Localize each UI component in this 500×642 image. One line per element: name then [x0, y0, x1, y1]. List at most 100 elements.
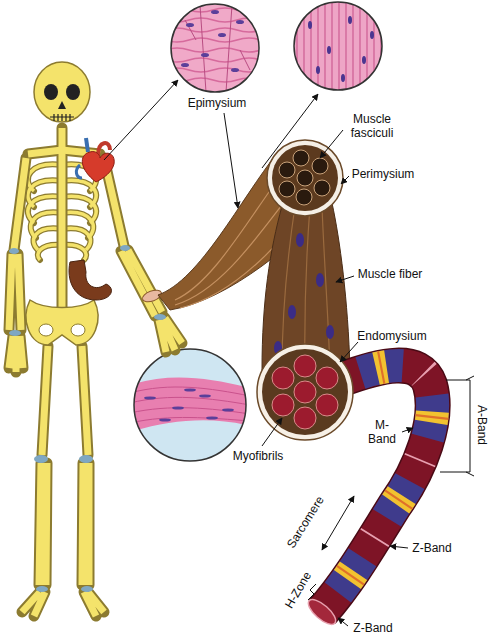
fiber-cross-section	[257, 344, 353, 440]
cardiac-micrograph	[165, 68, 285, 72]
myofibril-tube	[305, 596, 340, 629]
cardiac-micrograph	[165, 4, 285, 92]
smooth-micrograph	[144, 396, 156, 399]
skeletal-micrograph	[370, 31, 374, 39]
part-label: Muscle fasciculi	[341, 112, 403, 140]
smooth-micrograph	[222, 408, 234, 411]
part-label: M-Band	[365, 418, 399, 446]
bracket	[440, 380, 470, 472]
smooth-micrograph	[199, 394, 211, 397]
skeleton	[120, 245, 130, 251]
fiber-cross-section	[316, 367, 338, 389]
cardiac-micrograph	[165, 58, 285, 62]
skeleton	[76, 165, 82, 178]
skeleton	[154, 314, 166, 320]
leader-line	[262, 94, 318, 168]
skeletal-micrograph	[308, 21, 312, 29]
skeleton	[9, 248, 19, 254]
cardiac-micrograph	[165, 8, 285, 12]
skeleton	[9, 128, 182, 616]
skeleton	[58, 101, 66, 109]
skeleton	[36, 586, 48, 592]
skeleton	[66, 84, 80, 100]
skeleton	[71, 324, 85, 336]
skeletal-micrograph	[316, 66, 320, 74]
part-label: Muscle fiber	[358, 267, 423, 281]
fiber-cross-section	[294, 355, 316, 377]
leader-line	[104, 80, 178, 160]
fiber-cross-section	[294, 407, 316, 429]
skeletal-micrograph	[341, 74, 345, 82]
skeleton	[9, 128, 182, 616]
smooth-micrograph	[130, 387, 250, 423]
bracket	[322, 496, 354, 550]
bracket	[466, 376, 474, 476]
part-label: Epimysium	[188, 96, 247, 110]
skeleton	[50, 114, 74, 121]
leader-line	[390, 546, 408, 548]
cardiac-micrograph	[218, 33, 226, 37]
skeleton	[82, 152, 114, 182]
skeletal-micrograph	[327, 46, 331, 54]
skeletal-micrograph	[308, 16, 374, 82]
fascicle-cross-section	[314, 180, 330, 196]
smooth-micrograph	[130, 378, 250, 432]
cardiac-micrograph	[201, 53, 209, 57]
leader-line	[338, 618, 348, 626]
muscle-fiber	[274, 233, 334, 355]
cardiac-micrograph	[165, 48, 285, 52]
skeletal-micrograph	[348, 16, 352, 24]
leader-line	[262, 418, 282, 446]
fascicle-cross-section	[267, 140, 343, 216]
skeleton	[34, 455, 48, 463]
skeleton	[34, 62, 90, 122]
skeleton	[39, 324, 53, 336]
cardiac-micrograph	[171, 4, 259, 92]
smooth-micrograph	[130, 349, 250, 461]
muscle-fiber	[288, 305, 296, 319]
leader-line	[320, 130, 343, 158]
fascicle-cross-section	[296, 189, 312, 205]
cardiac-micrograph	[181, 10, 244, 72]
muscle-fiber	[296, 233, 304, 247]
skeleton	[9, 62, 182, 616]
cardiac-micrograph	[165, 38, 285, 42]
skeletal-micrograph	[294, 2, 382, 90]
cardiac-micrograph	[186, 23, 194, 27]
smooth-micrograph	[172, 406, 184, 409]
skeletal-micrograph	[362, 56, 366, 64]
cardiac-micrograph	[181, 63, 189, 67]
smooth-micrograph	[134, 349, 246, 461]
fiber-cross-section	[294, 381, 316, 403]
fascicle-cross-section	[272, 145, 338, 211]
myofibril-tube	[305, 366, 433, 629]
fiber-cross-section	[272, 367, 294, 389]
skeleton	[26, 300, 98, 345]
fascicle-cross-section	[293, 150, 309, 166]
part-label: Endomysium	[357, 329, 426, 343]
skeleton	[9, 128, 182, 616]
skeletal-micrograph	[294, 0, 382, 92]
part-label: Sarcomere	[284, 493, 327, 550]
fiber-cross-section	[272, 394, 294, 416]
smooth-micrograph	[144, 388, 234, 421]
leader-line	[104, 80, 413, 626]
cardiac-micrograph	[165, 5, 285, 92]
cardiac-micrograph	[236, 20, 244, 24]
fiber-cross-section	[316, 394, 338, 416]
fascicle-cross-section	[279, 181, 295, 197]
smooth-micrograph	[184, 388, 196, 391]
bracket	[308, 376, 474, 600]
part-label: A-Band	[475, 405, 489, 445]
skeleton	[79, 455, 93, 463]
skeleton	[81, 586, 93, 592]
part-label: Myofibrils	[233, 449, 284, 463]
leader-line	[340, 342, 358, 362]
cardiac-micrograph	[165, 28, 285, 32]
skeleton	[44, 84, 58, 100]
leader-line	[402, 428, 413, 432]
fascicle-cross-section	[279, 162, 295, 178]
smooth-micrograph	[206, 416, 218, 419]
muscle-fiber	[326, 325, 334, 339]
